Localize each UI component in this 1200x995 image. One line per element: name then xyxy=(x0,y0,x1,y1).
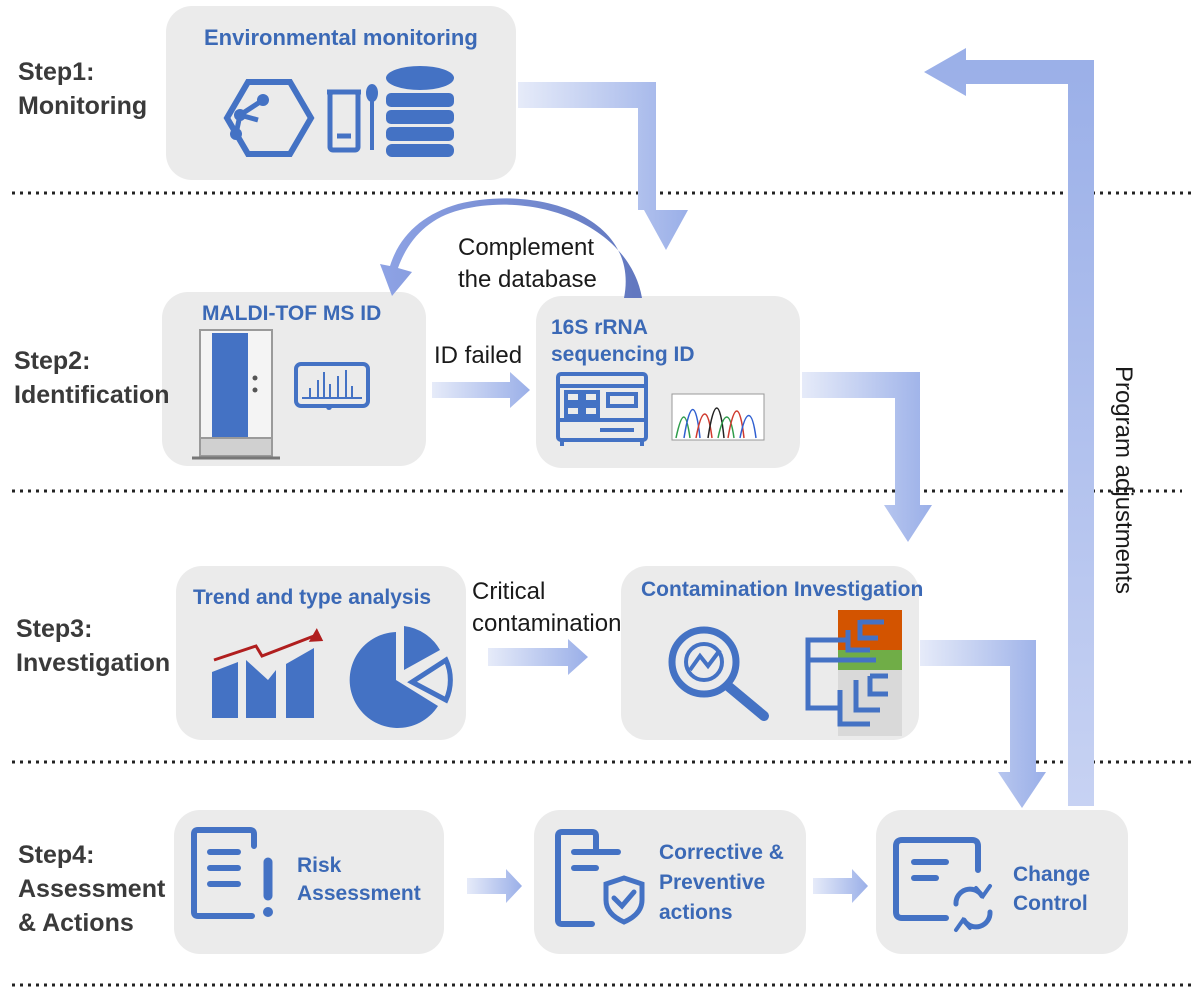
database-icon xyxy=(386,66,454,157)
change-document-icon xyxy=(893,837,993,932)
capa-title-line3: actions xyxy=(659,901,733,924)
change-title-line1: Change xyxy=(1013,863,1091,886)
rrna-title-line1: 16S rRNA xyxy=(551,316,648,339)
complement-line2: the database xyxy=(458,266,597,293)
complement-line1: Complement xyxy=(458,234,595,261)
step3-label: Step3: Investigation xyxy=(16,612,170,680)
capa-title-line1: Corrective & xyxy=(659,841,784,864)
maldi-icons xyxy=(192,329,370,460)
id-failed-label: ID failed xyxy=(434,342,523,369)
env-monitoring-title: Environmental monitoring xyxy=(204,25,478,50)
critical-line2: contamination xyxy=(472,610,622,637)
step4-name-line1: Assessment xyxy=(18,875,166,903)
arrow-monitoring-to-sequencing xyxy=(518,82,688,250)
spectrum-icon xyxy=(294,362,370,410)
critical-contamination-label: Critical contamination xyxy=(472,576,621,640)
complement-database-label: Complement the database xyxy=(458,232,597,296)
step2-name: Identification xyxy=(14,381,170,409)
pie-chart-icon xyxy=(349,626,453,728)
step2-number: Step2: xyxy=(14,347,91,375)
step1-label: Step1: Monitoring xyxy=(18,55,147,123)
swab-icon xyxy=(366,84,378,150)
arrow-investigation-to-change-control xyxy=(920,640,1046,808)
risk-document-icon xyxy=(191,827,273,919)
contam-icons xyxy=(668,610,902,736)
arrow-sequencing-to-investigation xyxy=(802,372,932,542)
step3-number: Step3: xyxy=(16,615,93,643)
step4-label: Step4: Assessment & Actions xyxy=(18,838,165,940)
change-title: Change Control xyxy=(1013,860,1090,918)
risk-title-line1: Risk xyxy=(297,854,342,877)
step4-name-line2: & Actions xyxy=(18,909,134,937)
arrow-critical-contamination xyxy=(488,639,588,675)
critical-line1: Critical xyxy=(472,578,546,605)
change-control-box xyxy=(876,810,1128,954)
step1-name: Monitoring xyxy=(18,92,148,120)
step2-label: Step2: Identification xyxy=(14,344,170,412)
step4-number: Step4: xyxy=(18,841,95,869)
contam-title: Contamination Investigation xyxy=(641,578,924,601)
rrna-icons xyxy=(556,372,765,446)
step3-name: Investigation xyxy=(16,649,171,677)
magnifier-trend-icon xyxy=(668,626,769,721)
program-adjustments-label: Program adjustments xyxy=(1110,365,1137,595)
arrow-id-failed xyxy=(432,372,530,408)
risk-title-line2: Assessment xyxy=(297,882,421,905)
shield-document-icon xyxy=(555,829,645,927)
trend-title: Trend and type analysis xyxy=(193,586,432,609)
row-separators xyxy=(12,191,1192,987)
trend-icons xyxy=(212,626,453,728)
capa-title: Corrective & Preventive actions xyxy=(659,838,784,928)
risk-title: Risk Assessment xyxy=(297,852,421,908)
sequencer-icon xyxy=(556,372,648,446)
flow-arrows xyxy=(380,48,1094,903)
phylogenetic-tree-icon xyxy=(805,610,902,736)
arrow-risk-to-capa xyxy=(467,869,522,903)
ms-instrument-icon xyxy=(192,329,280,460)
trend-bar-chart-icon xyxy=(212,628,324,718)
step4-icons xyxy=(191,827,993,932)
rrna-title-line2: sequencing ID xyxy=(551,343,695,366)
arrow-capa-to-change xyxy=(813,869,868,903)
capa-title-line2: Preventive xyxy=(659,871,766,894)
sample-tube-icon xyxy=(327,89,361,153)
network-hexagon-icon xyxy=(223,79,315,157)
env-icons xyxy=(223,66,454,157)
maldi-title: MALDI-TOF MS ID xyxy=(202,302,382,325)
change-title-line2: Control xyxy=(1013,892,1088,915)
step1-number: Step1: xyxy=(18,58,95,86)
rrna-title: 16S rRNA sequencing ID xyxy=(551,314,695,368)
arrow-program-adjustments xyxy=(924,48,1094,806)
chromatogram-icon xyxy=(671,393,765,441)
